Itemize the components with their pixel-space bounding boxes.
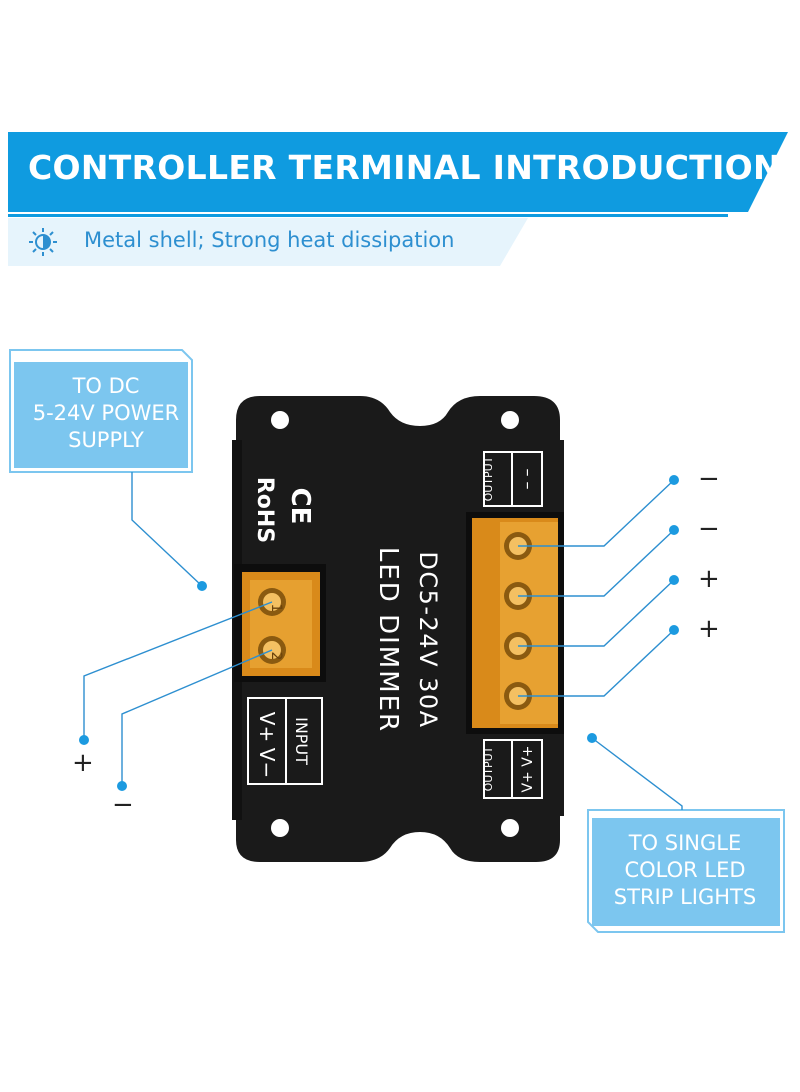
output-sign-1: − [698,464,720,494]
subtitle-band [8,218,528,266]
input-terminal-2: 2 [268,652,284,661]
device-rating: DC5-24V 30A [414,551,442,728]
output-terminal-block [466,512,564,734]
output-callout-text: TO SINGLE COLOR LED STRIP LIGHTS [596,830,774,911]
input-vplus-label: V+ [255,712,279,742]
output-callout-line-3: STRIP LIGHTS [613,885,757,909]
device-name: LED DIMMER [373,547,403,733]
input-sign-minus: − [112,790,134,820]
connector-dots [79,475,679,791]
output-callout-box [587,809,785,933]
output-label-bottom-text: OUTPUT [482,746,495,791]
output-label-top-text: OUTPUT [482,456,495,501]
page-title: CONTROLLER TERMINAL INTRODUCTION [28,148,781,187]
output-bottom-polarity: V+ V+ [520,745,536,792]
input-sign-plus: + [72,748,94,778]
rohs-mark: RoHS [252,477,277,543]
subtitle: Metal shell; Strong heat dissipation [84,228,455,252]
dimmer-device [232,396,564,862]
input-callout-box [9,349,193,473]
ce-mark: CE [285,488,315,525]
input-callout-line-2: 5-24V POWER [32,401,180,425]
output-top-polarity: – – [517,468,536,489]
connector-lines [83,472,683,810]
input-vminus-label: V− [255,748,279,778]
sun-icon [29,228,57,256]
input-terminal-block [234,564,326,682]
input-label: INPUT [292,717,311,765]
title-banner [8,132,788,212]
output-sign-4: + [698,614,720,644]
input-terminal-1: 1 [268,604,284,613]
input-callout-line-1: TO DC [72,374,140,398]
input-callout-line-3: SUPPLY [68,428,144,452]
output-sign-3: + [698,564,720,594]
title-divider [8,214,728,217]
output-sign-2: − [698,514,720,544]
input-callout-text: TO DC 5-24V POWER SUPPLY [20,373,192,454]
output-callout-line-1: TO SINGLE [628,831,742,855]
output-callout-line-2: COLOR LED [624,858,746,882]
